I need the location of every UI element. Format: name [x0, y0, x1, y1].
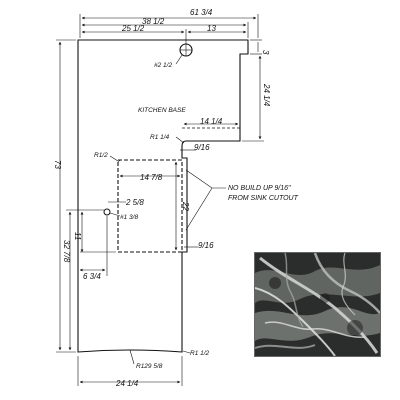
- marble-swatch: [254, 252, 381, 357]
- dim-top-overall: 61 3/4: [190, 8, 213, 17]
- countertop-outline: [77, 39, 249, 353]
- dim-sink-width: 14 7/8: [140, 173, 163, 182]
- dim-bottom-width: 24 1/4: [115, 379, 139, 388]
- dim-top-right: 13: [207, 24, 216, 33]
- faucet-hole-1: [103, 208, 111, 216]
- dim-left-lower: 32 7/8: [62, 240, 71, 263]
- label-radius-upper: R1 1/4: [150, 134, 170, 141]
- label-radius-large: R129 5/8: [136, 363, 163, 370]
- sink-corner-arc: [117, 159, 123, 165]
- dim-top-mid: 38 1/2: [142, 17, 165, 26]
- dim-hole2-offset: 2 5/8: [125, 198, 144, 207]
- label-radius-lower: R1 1/2: [190, 350, 210, 357]
- dim-top-left: 25 1/2: [121, 24, 145, 33]
- dim-hole1-offset: 6 3/4: [83, 272, 101, 281]
- dim-right-upper: 24 1/4: [262, 83, 271, 107]
- sink-cutout: [117, 159, 183, 253]
- dim-sink-height: 22: [181, 201, 190, 211]
- dim-left-inner: 11: [73, 232, 82, 240]
- dim-small-lower: 9/16: [198, 241, 214, 250]
- dim-notch-width: 14 1/4: [200, 117, 223, 126]
- label-radius-half: R1/2: [94, 152, 108, 159]
- dim-right-notch: 3: [261, 50, 270, 55]
- label-hole-2: #2 1/2: [154, 62, 172, 69]
- note-line-2: FROM SINK CUTOUT: [228, 195, 299, 202]
- note-leader: [185, 169, 226, 231]
- dim-small-upper: 9/16: [194, 143, 210, 152]
- note-line-1: NO BUILD UP 9/16": [228, 185, 291, 192]
- label-hole-1: #1 3/8: [120, 214, 138, 221]
- marble-texture-icon: [255, 253, 380, 356]
- dim-left-overall: 73: [53, 160, 62, 169]
- label-kitchen-base: KITCHEN BASE: [138, 107, 186, 114]
